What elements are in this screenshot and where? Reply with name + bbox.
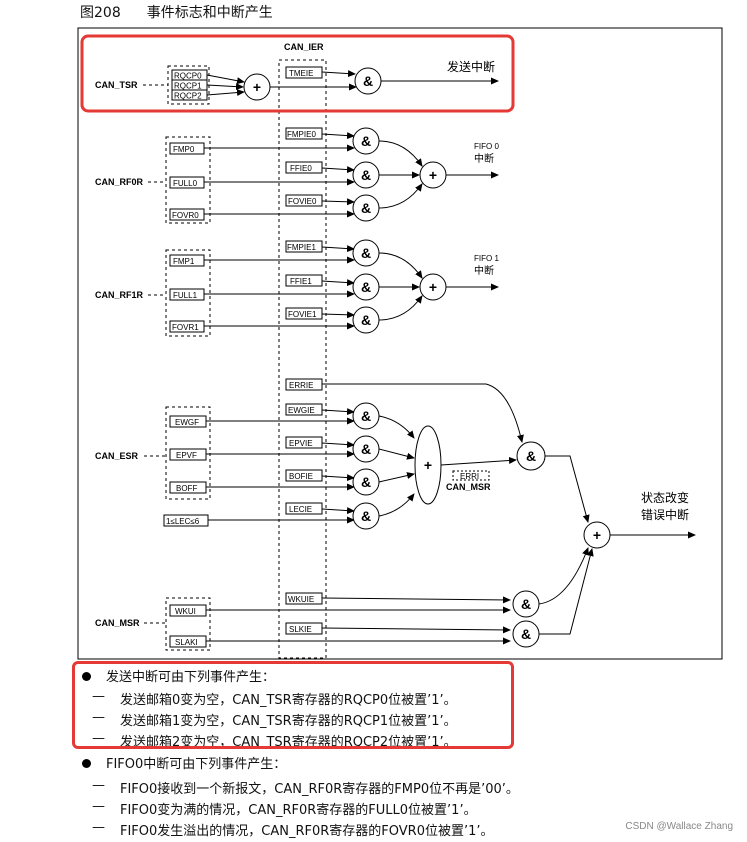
section1-dash-1: — (92, 689, 105, 704)
figure-title: 图208 事件标志和中断产生 (80, 2, 273, 22)
rf0r-and-gate-2: & (361, 167, 371, 183)
esr-enable-lecie: LECIE (289, 505, 312, 514)
rf0r-flag-fovr0: FOVR0 (172, 211, 199, 220)
tsr-flag-rqcp1: RQCP1 (174, 82, 202, 91)
msr-and-gate-2: & (521, 626, 531, 642)
rf0r-enable-fmpie0: FMPIE0 (287, 130, 316, 139)
rf0r-flag-full0: FULL0 (173, 179, 198, 188)
ier-header: CAN_IER (284, 42, 324, 52)
status-or-gate: + (593, 527, 601, 543)
esr-flag-boff: BOFF (176, 484, 197, 493)
esr-enable-ewgie: EWGIE (288, 406, 315, 415)
interrupt-diagram: CAN_IER CAN_TSR RQCP0 RQCP1 RQCP2 + TMEI… (77, 27, 723, 660)
figure-number: 图208 (80, 5, 121, 21)
esr-and-gate-2: & (361, 441, 371, 457)
tsr-block: CAN_TSR RQCP0 RQCP1 RQCP2 + TMEIE & 发送中断 (95, 59, 499, 105)
section2-dash-2: — (92, 799, 105, 814)
section1-highlight (72, 661, 514, 749)
rf1r-flag-fmp1: FMP1 (173, 257, 195, 266)
esr-block: CAN_ESR EWGF EPVF BOFF 1≤LEC≤6 ERRIE EWG… (95, 378, 696, 549)
esr-enable-bofie: BOFIE (289, 472, 313, 481)
rf0r-enable-fovie0: FOVIE0 (288, 197, 317, 206)
rf1r-and-gate-3: & (361, 312, 371, 328)
esr-and-gate-1: & (361, 408, 371, 424)
rf0r-enable-ffie0: FFIE0 (290, 164, 312, 173)
watermark: CSDN @Wallace Zhang (625, 821, 733, 832)
rf0r-output-line2: 中断 (474, 152, 494, 165)
msr-and-gate-1: & (521, 596, 531, 612)
section2-bullet (82, 759, 91, 768)
section1-bullet (82, 672, 91, 681)
ier-column (278, 59, 327, 659)
rf1r-flag-full1: FULL1 (173, 291, 198, 300)
rf0r-block: CAN_RF0R FMP0 FULL0 FOVR0 FMPIE0 FFIE0 F… (95, 127, 499, 224)
section1-dash-3: — (92, 731, 105, 746)
tsr-or-gate: + (253, 79, 261, 95)
esr-and-gate-4: & (361, 508, 371, 524)
esr-register-label: CAN_ESR (95, 451, 139, 461)
esr-flag-epvf: EPVF (176, 451, 197, 460)
tsr-output-label: 发送中断 (447, 59, 495, 74)
tsr-flag-rqcp2: RQCP2 (174, 92, 202, 101)
rf0r-output-line1: FIFO 0 (474, 142, 499, 151)
rf1r-register-label: CAN_RF1R (95, 290, 144, 300)
rf1r-and-gate-2: & (361, 279, 371, 295)
rf1r-block: CAN_RF1R FMP1 FULL1 FOVR1 FMPIE1 FFIE1 F… (95, 239, 499, 337)
rf0r-and-gate-3: & (361, 200, 371, 216)
esr-msr-label: CAN_MSR (446, 482, 491, 492)
rf1r-or-gate: + (429, 279, 437, 295)
section2-dash-3: — (92, 820, 105, 835)
rf0r-and-gate-1: & (361, 133, 371, 149)
msr-enable-slkie: SLKIE (289, 625, 312, 634)
figure-caption: 事件标志和中断产生 (146, 5, 273, 21)
esr-and-gate-3: & (361, 474, 371, 490)
msr-flag-wkui: WKUI (175, 607, 196, 616)
esr-flag-ewgf: EWGF (175, 418, 199, 427)
status-output-line1: 状态改变 (641, 490, 689, 505)
rf1r-output-line1: FIFO 1 (474, 254, 499, 263)
section1-item-1: 发送邮箱0变为空，CAN_TSR寄存器的RQCP0位被置’1’。 (120, 693, 457, 708)
esr-enable-epvie: EPVIE (289, 439, 313, 448)
esr-and-gate-out: & (526, 448, 536, 464)
rf1r-enable-fovie1: FOVIE1 (288, 310, 317, 319)
section1-item-2: 发送邮箱1变为空，CAN_TSR寄存器的RQCP1位被置’1’。 (120, 714, 457, 729)
esr-flag-lec: 1≤LEC≤6 (166, 517, 200, 526)
rf0r-register-label: CAN_RF0R (95, 177, 144, 187)
rf0r-flag-fmp0: FMP0 (173, 145, 195, 154)
esr-or-gate: + (424, 457, 432, 473)
rf0r-or-gate: + (429, 167, 437, 183)
esr-erri-flag: ERRI (460, 472, 479, 481)
msr-enable-wkuie: WKUIE (288, 595, 314, 604)
section2-item-3: FIFO0发生溢出的情况，CAN_RF0R寄存器的FOVR0位被置’1’。 (120, 824, 494, 839)
section2-dash-1: — (92, 778, 105, 793)
section1-dash-2: — (92, 710, 105, 725)
msr-flag-slaki: SLAKI (175, 638, 198, 647)
tsr-flag-rqcp0: RQCP0 (174, 72, 202, 81)
esr-enable-errie: ERRIE (289, 381, 313, 390)
tsr-enable-tmeie: TMEIE (289, 69, 313, 78)
section2-item-2: FIFO0变为满的情况，CAN_RF0R寄存器的FULL0位被置’1’。 (120, 803, 477, 818)
status-output-line2: 错误中断 (641, 507, 689, 522)
msr-block: CAN_MSR WKUI SLAKI WKUIE SLKIE & & (95, 547, 594, 651)
section2-heading: FIFO0中断可由下列事件产生： (106, 757, 287, 772)
msr-register-label: CAN_MSR (95, 618, 140, 628)
tsr-and-gate: & (363, 73, 373, 89)
diagram-frame (77, 27, 723, 660)
section1-heading: 发送中断可由下列事件产生： (106, 670, 276, 685)
rf1r-output-line2: 中断 (474, 264, 494, 277)
rf1r-flag-fovr1: FOVR1 (172, 323, 199, 332)
tsr-highlight (80, 34, 515, 113)
tsr-register-label: CAN_TSR (95, 80, 138, 90)
rf1r-and-gate-1: & (361, 245, 371, 261)
rf1r-enable-fmpie1: FMPIE1 (287, 243, 316, 252)
rf1r-enable-ffie1: FFIE1 (290, 277, 312, 286)
section2-item-1: FIFO0接收到一个新报文，CAN_RF0R寄存器的FMP0位不再是’00’。 (120, 782, 519, 797)
